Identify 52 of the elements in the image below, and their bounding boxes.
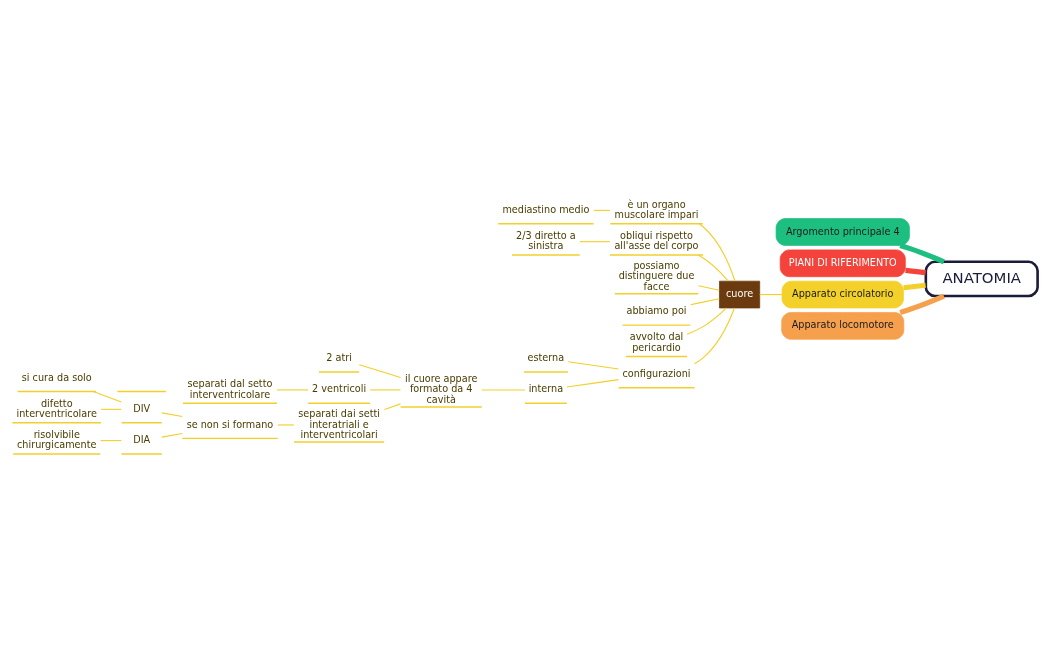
node-text: 2/3 diretto a sinistra	[516, 229, 576, 251]
node-text: configurazioni	[622, 367, 691, 379]
connector	[903, 282, 926, 290]
connector	[161, 432, 183, 438]
connector	[694, 307, 735, 364]
connector	[100, 439, 122, 441]
connector	[686, 307, 727, 335]
node-bar	[116, 390, 167, 392]
node-text: è un organo muscolare impari	[614, 198, 699, 220]
node-text: si cura da solo	[21, 371, 92, 383]
node-text: separati dal setto interventricolare	[187, 377, 273, 400]
node-text: difetto interventricolare	[16, 397, 97, 419]
connector	[899, 242, 945, 264]
connector	[690, 297, 720, 305]
connector	[100, 408, 122, 410]
node-text: DIV	[133, 402, 151, 414]
node-box: cuore	[719, 280, 761, 308]
connector	[698, 222, 736, 282]
node-text: obliqui rispetto all'asse del corpo	[614, 229, 699, 251]
node-text: esterna	[527, 351, 565, 363]
node-box: ANATOMIA	[924, 260, 1039, 297]
node-text: DIA	[133, 433, 151, 445]
connector	[369, 388, 401, 390]
node-text: mediastino medio	[502, 203, 590, 215]
node-text: abbiamo poi	[626, 304, 687, 316]
node-box: Apparato circolatorio	[781, 280, 904, 308]
node-box: Apparato locomotore	[781, 311, 905, 340]
node-text: se non si formano	[186, 418, 274, 429]
connector	[579, 240, 611, 242]
node-text: avvolto dal pericardio	[629, 330, 684, 353]
connector	[567, 360, 620, 369]
node-text: 2 ventricoli	[312, 382, 367, 394]
connector	[566, 378, 620, 388]
node-text: separati dai setti interatriali e interventricolari	[298, 407, 380, 440]
connector	[277, 423, 295, 425]
node-box: Argomento principale 4	[775, 217, 910, 246]
connector	[759, 293, 783, 295]
connector	[905, 267, 926, 275]
connector	[697, 284, 720, 291]
node-text: risolvibile chirurgicamente	[17, 428, 97, 450]
node-text: interna	[528, 382, 564, 394]
connector	[161, 411, 183, 417]
connector	[383, 402, 401, 410]
node-text: 2 atri	[326, 351, 352, 363]
connector	[92, 390, 122, 403]
connector	[276, 388, 309, 390]
node-text: il cuore appare formato da 4 cavità	[404, 372, 478, 405]
connector	[697, 254, 729, 281]
node-text: possiamo distinguere due facce	[618, 259, 695, 292]
connector	[358, 363, 401, 378]
node-box: PIANI DI RIFERIMENTO	[779, 249, 906, 277]
connector	[899, 293, 945, 315]
